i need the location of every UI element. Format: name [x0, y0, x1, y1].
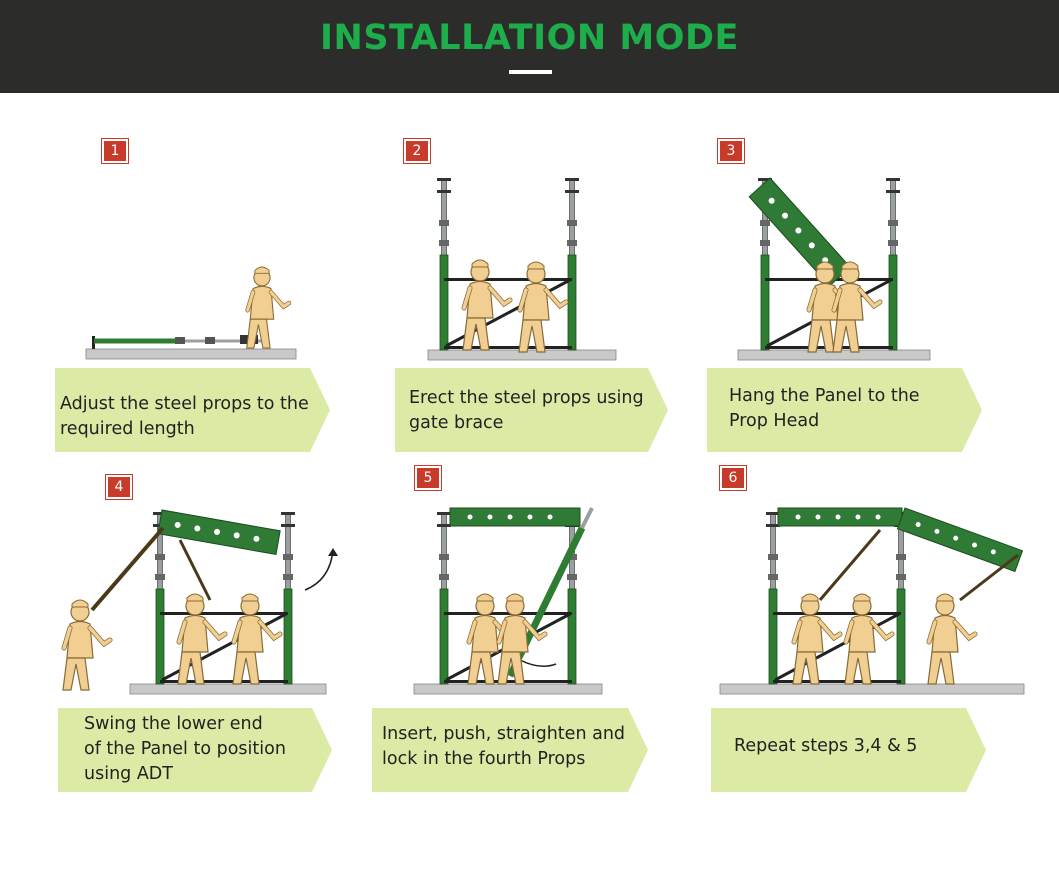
header-bar: INSTALLATION MODE	[0, 0, 1059, 93]
step-6-badge: 6	[720, 466, 746, 490]
step-4-scene	[63, 509, 338, 695]
caption-arrows	[55, 368, 986, 792]
step-6-scene	[719, 507, 1025, 695]
step-6-caption: Repeat steps 3,4 & 5	[734, 736, 918, 756]
step-2-badge: 2	[404, 139, 430, 163]
step-1-caption: Adjust the steel props to the required l…	[60, 394, 309, 439]
page-title: INSTALLATION MODE	[320, 18, 739, 58]
step-1-scene	[85, 267, 297, 360]
caption-arrow-3	[707, 368, 982, 452]
step-4-badge: 4	[106, 475, 132, 499]
step-3-caption: Hang the Panel to the Prop Head	[729, 386, 920, 431]
caption-arrow-4	[58, 708, 332, 792]
title-underline	[509, 70, 552, 74]
step-4-caption: Swing the lower end of the Panel to posi…	[84, 714, 286, 784]
caption-arrow-6	[711, 708, 986, 792]
step-2-caption: Erect the steel props using gate brace	[409, 388, 644, 433]
step-1-badge: 1	[102, 139, 128, 163]
step-5-scene	[413, 507, 603, 695]
step-3-badge: 3	[718, 139, 744, 163]
caption-arrow-5	[372, 708, 648, 792]
step-3-scene	[737, 177, 931, 361]
caption-arrow-1	[55, 368, 330, 452]
step-5-caption: Insert, push, straighten and lock in the…	[382, 724, 626, 769]
step-2-scene	[427, 177, 617, 361]
caption-arrow-2	[395, 368, 668, 452]
step-5-badge: 5	[415, 466, 441, 490]
